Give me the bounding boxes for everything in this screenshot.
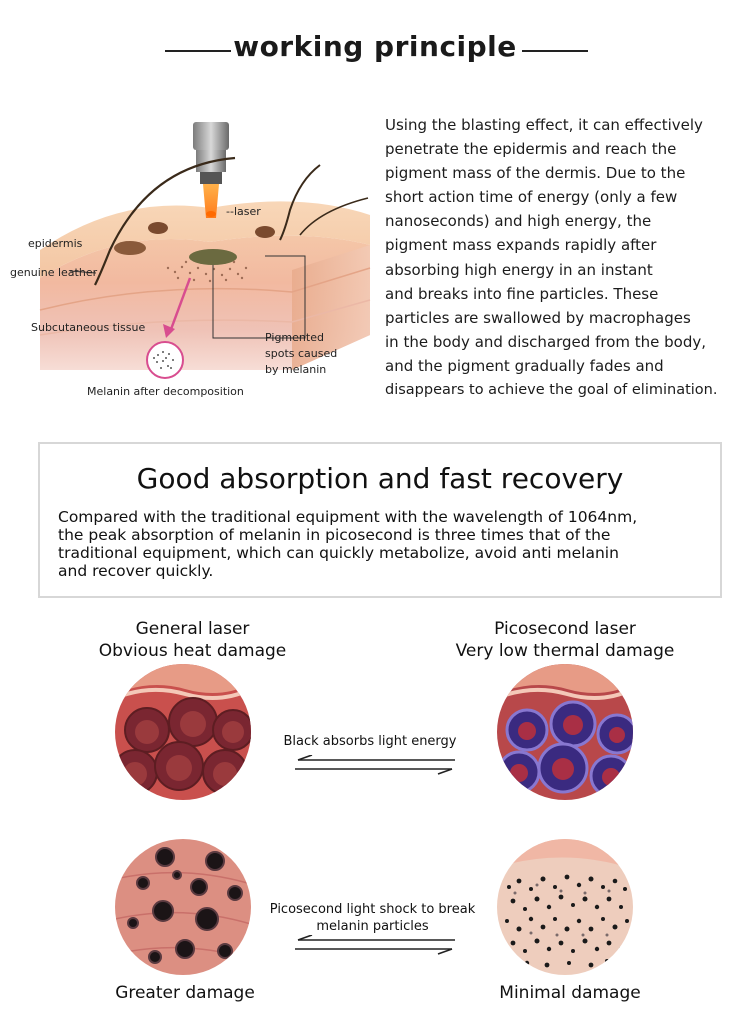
picosecond-laser-heading: Picosecond laser Very low thermal damage <box>455 619 675 661</box>
text-line: Using the blasting effect, it can effect… <box>385 116 703 134</box>
laser-beam <box>203 184 219 218</box>
text-line: nanoseconds) and high energy, the <box>385 212 652 231</box>
text-line: penetrate the epidermis and reach the <box>385 140 677 159</box>
text-line: pigment mass of the dermis. Due to the <box>385 164 686 183</box>
absorption-box: Good absorption and fast recovery Compar… <box>38 442 722 598</box>
picosecond-tissue-image <box>497 664 633 800</box>
melanin-circle <box>146 341 184 379</box>
label-genuine-leather: genuine leather <box>10 266 98 279</box>
label-epidermis: epidermis <box>28 237 83 250</box>
text-line: in the body and discharged from the body… <box>385 332 706 351</box>
skin-front-face <box>40 235 370 370</box>
text-line: and breaks into fine particles. These <box>385 284 659 303</box>
text-line: disappears to achieve the goal of elimin… <box>385 382 718 399</box>
text-line: and recover quickly. <box>58 562 214 580</box>
label-subcutaneous: Subcutaneous tissue <box>31 321 146 334</box>
text-line: the peak absorption of melanin in picose… <box>58 526 611 544</box>
text-line: particles are swallowed by macrophages <box>385 308 691 327</box>
label-pigmented: Pigmented spots caused by melanin <box>265 331 338 376</box>
pigment-spot <box>255 226 275 238</box>
page-title: working principle <box>233 30 517 63</box>
pigment-spot-main <box>189 249 237 265</box>
greater-damage-image <box>115 839 251 975</box>
exchange-arrows-top <box>295 755 455 775</box>
text-line: traditional equipment, which can quickly… <box>58 544 619 562</box>
minimal-damage-label: Minimal damage <box>499 983 641 1003</box>
label-melanin-after: Melanin after decomposition <box>87 385 244 398</box>
minimal-damage-image <box>497 839 633 975</box>
text-line: Compared with the traditional equipment … <box>58 508 638 526</box>
laser-nozzle <box>193 122 229 150</box>
skin-side-face <box>292 245 370 370</box>
general-laser-heading: General laser Obvious heat damage <box>98 619 287 661</box>
label-laser: --laser <box>226 205 261 218</box>
text-line: pigment mass expands rapidly after <box>385 236 657 255</box>
skin-layers-illustration <box>39 100 380 379</box>
exchange-arrows-bottom <box>295 935 455 955</box>
pigment-spot <box>114 241 146 255</box>
pigment-spot <box>148 222 168 234</box>
greater-damage-label: Greater damage <box>115 983 255 1003</box>
general-laser-tissue-image <box>115 664 251 800</box>
decomposition-arrow <box>168 277 192 333</box>
absorption-paragraph: Compared with the traditional equipment … <box>58 508 718 580</box>
title-rule-left <box>165 50 231 52</box>
black-absorbs-label: Black absorbs light energy <box>283 734 457 749</box>
text-line: and the pigment gradually fades and <box>385 356 664 375</box>
absorption-title: Good absorption and fast recovery <box>136 462 624 495</box>
text-line: absorbing high energy in an instant <box>385 260 653 279</box>
text-line: short action time of energy (only a few <box>385 188 678 207</box>
title-rule-right <box>522 50 588 52</box>
principle-paragraph: Using the blasting effect, it can effect… <box>385 113 747 402</box>
skin-diagram: --laser epidermis genuine leather Subcut… <box>0 100 385 410</box>
picosecond-shock-label: Picosecond light shock to break melanin … <box>269 902 476 934</box>
